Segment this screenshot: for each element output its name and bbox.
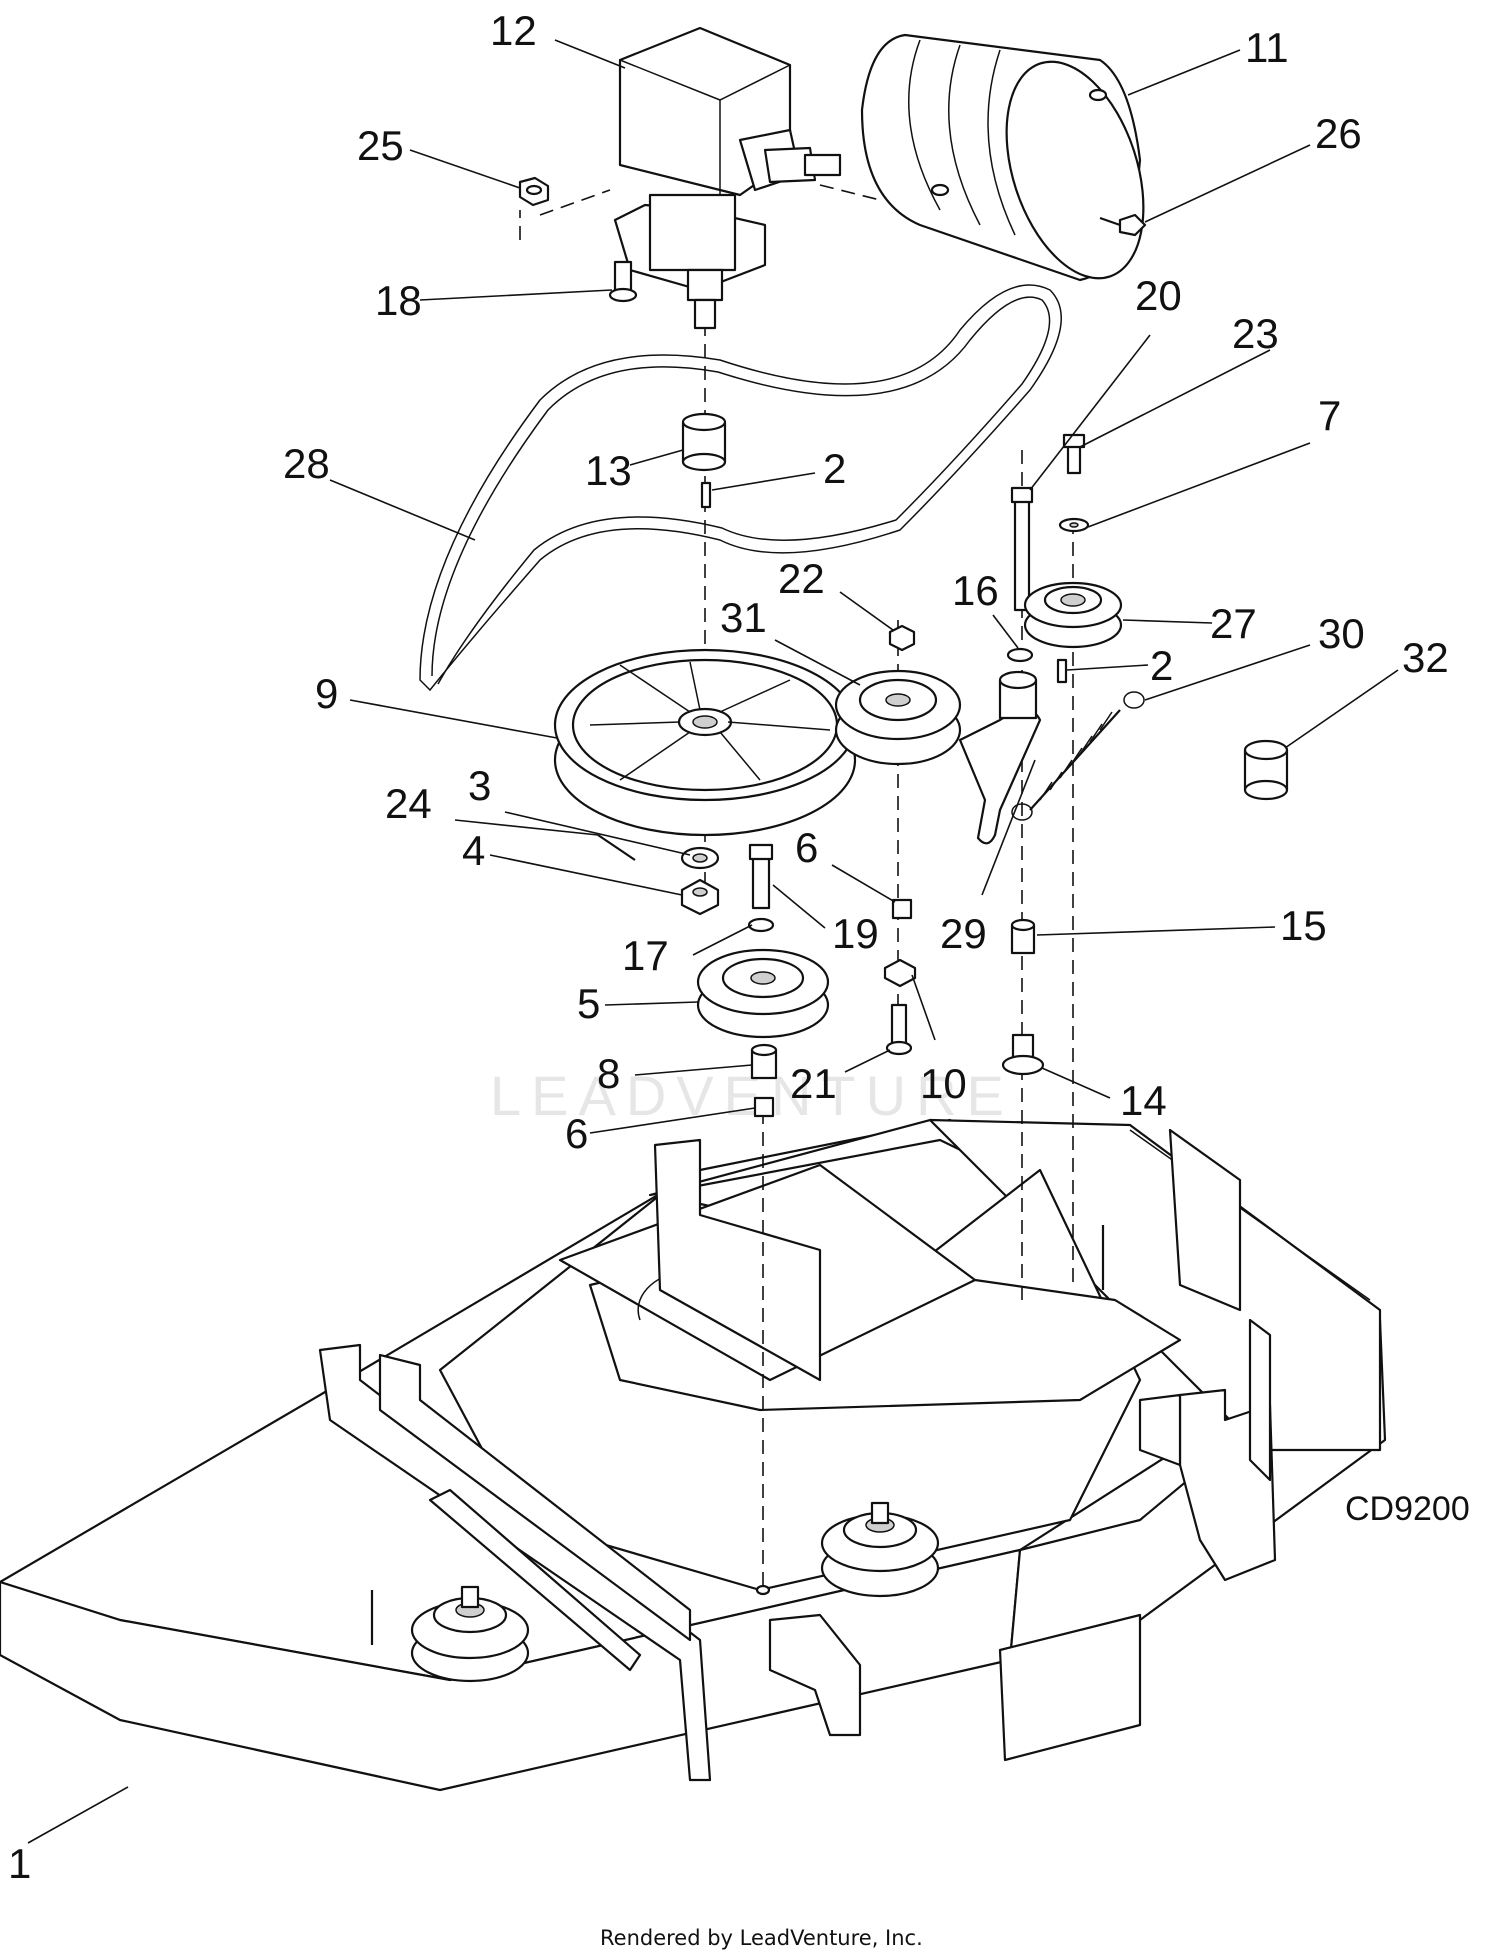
key-2-lower: [1056, 658, 1068, 684]
callout-30: 30: [1318, 610, 1365, 657]
spacer-15: [1010, 918, 1036, 955]
deck-spindle-pulley-left: [410, 1585, 530, 1683]
washer-17: [747, 917, 775, 933]
watermark: LEADVENTURE: [490, 1064, 1014, 1127]
spacer-8: [750, 1043, 778, 1080]
bolt-18: [608, 260, 638, 303]
washer-3: [680, 846, 720, 870]
callout-3: 3: [468, 762, 491, 809]
bolt-21: [885, 1003, 913, 1056]
callout-6: 6: [795, 824, 818, 871]
callout-19: 19: [832, 910, 879, 957]
idler-arm: [958, 670, 1042, 845]
callout-5: 5: [577, 980, 600, 1027]
nut-6-upper: [891, 898, 913, 920]
callout-8: 8: [597, 1050, 620, 1097]
key-2-upper: [700, 481, 712, 509]
callout-24: 24: [385, 780, 432, 827]
callout-21: 21: [790, 1060, 837, 1107]
callout-10: 10: [920, 1060, 967, 1107]
drive-housing: [860, 33, 1145, 282]
washer-10: [883, 958, 917, 988]
callout-28: 28: [283, 440, 330, 487]
callout-20: 20: [1135, 272, 1182, 319]
callout-6-lower: 6: [565, 1110, 588, 1157]
nut-4: [680, 878, 720, 916]
key-24: [597, 834, 636, 861]
callout-2: 2: [823, 445, 846, 492]
callout-2-lower: 2: [1150, 642, 1173, 689]
spacer-32: [1243, 739, 1289, 801]
callout-29: 29: [940, 910, 987, 957]
callout-11: 11: [1245, 24, 1289, 71]
drive-belt: [419, 284, 1062, 692]
callout-27: 27: [1210, 600, 1257, 647]
mower-deck: [0, 1118, 1387, 1792]
callout-9: 9: [315, 670, 338, 717]
callout-16: 16: [952, 567, 999, 614]
callout-32: 32: [1402, 634, 1449, 681]
nut-22: [888, 624, 916, 652]
callout-13: 13: [585, 447, 632, 494]
callout-1: 1: [8, 1840, 31, 1887]
leader-lines: [27, 39, 1399, 1844]
callout-17: 17: [622, 932, 669, 979]
callout-14: 14: [1120, 1077, 1167, 1124]
callout-18: 18: [375, 277, 422, 324]
callout-23: 23: [1232, 310, 1279, 357]
callout-numbers: 12 11 25 26 18 20 23 28 13 2 7 22 16 31 …: [8, 7, 1449, 1887]
bolt-23: [1062, 433, 1086, 475]
spring-30: [1011, 691, 1145, 821]
callout-22: 22: [778, 555, 825, 602]
footer-credit: Rendered by LeadVenture, Inc.: [600, 1926, 923, 1950]
bolt-26: [1099, 213, 1147, 237]
idler-pulley-27: [1023, 581, 1123, 649]
bushing-14: [1001, 1033, 1045, 1076]
gearbox: [613, 26, 842, 330]
diagram-code: CD9200: [1345, 1490, 1470, 1528]
bolt-19: [748, 843, 774, 910]
nut-25: [518, 176, 550, 207]
callout-12: 12: [490, 7, 537, 54]
callout-7: 7: [1318, 392, 1341, 439]
idler-pulley-5: [696, 948, 830, 1039]
idler-pulley-31: [834, 669, 962, 766]
washer-16: [1006, 647, 1034, 663]
callout-4: 4: [462, 827, 485, 874]
spacer-13: [681, 412, 727, 472]
bolt-20: [1010, 486, 1034, 612]
main-pulley: [553, 648, 857, 837]
callout-25: 25: [357, 122, 404, 169]
callout-26: 26: [1315, 110, 1362, 157]
deck-spindle-pulley-center: [820, 1501, 940, 1598]
washer-7: [1058, 517, 1090, 533]
callout-31: 31: [720, 594, 767, 641]
callout-15: 15: [1280, 902, 1327, 949]
nut-6-lower: [753, 1096, 775, 1118]
